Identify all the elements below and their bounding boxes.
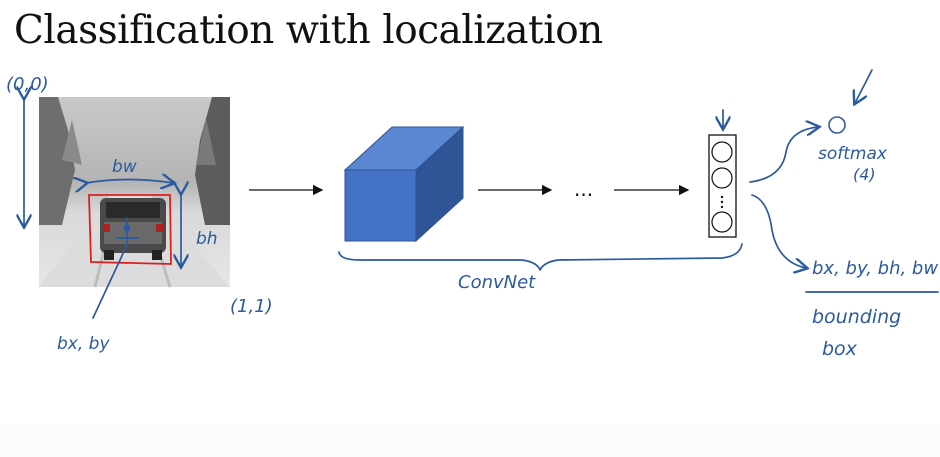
softmax-count: (4) xyxy=(853,165,876,184)
bounding-box xyxy=(88,194,172,265)
origin-bottom-right-label: (1,1) xyxy=(230,296,273,317)
ellipsis-dots: ... xyxy=(574,177,593,201)
fc-layer xyxy=(708,134,737,238)
width-arrow xyxy=(86,180,173,184)
arrow-to-softmax xyxy=(749,127,818,183)
origin-top-left-label: (0,0) xyxy=(6,74,49,95)
height-label: bh xyxy=(196,229,218,249)
center-label: bx, by xyxy=(57,334,110,354)
bbox-outputs: bx, by, bh, bw xyxy=(812,258,938,279)
car-photo xyxy=(39,97,230,288)
bottom-strip xyxy=(0,425,940,457)
softmax-unit xyxy=(828,116,846,134)
softmax-pointer-arrow xyxy=(855,69,873,103)
softmax-label: softmax xyxy=(818,144,888,164)
bbox-caption-line2: box xyxy=(822,338,858,360)
center-marker xyxy=(92,217,139,319)
convnet-brace xyxy=(338,243,743,271)
convnet-label: ConvNet xyxy=(458,272,536,293)
width-label: bw xyxy=(112,157,137,177)
arrow-to-bbox xyxy=(751,194,806,268)
slide-title: Classification with localization xyxy=(14,8,603,53)
convnet-cube xyxy=(343,125,465,243)
bbox-caption-line1: bounding xyxy=(812,306,901,328)
